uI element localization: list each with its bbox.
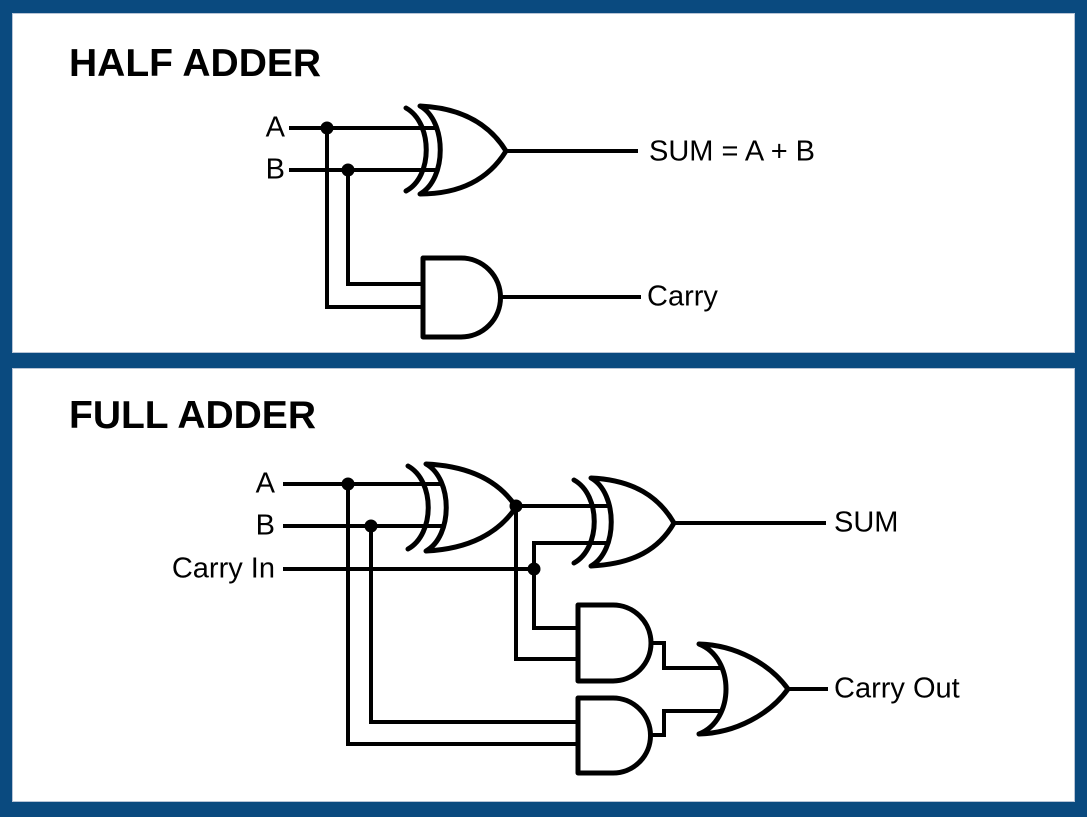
- half-adder-input-a-label: A: [265, 111, 285, 144]
- full-adder-sum-label: SUM: [834, 506, 899, 539]
- full-adder-input-a-label: A: [255, 467, 275, 500]
- xor1-out-to-and1-wire: [514, 506, 580, 661]
- half-adder-circuit: [289, 103, 641, 340]
- xor-gate-input-arc: [403, 105, 429, 194]
- or-gate: [696, 641, 791, 737]
- carry-in-branch-wire: [532, 541, 609, 630]
- full-adder-input-carry-in-label: Carry In: [171, 552, 275, 585]
- half-adder-title: HALF ADDER: [69, 42, 322, 85]
- full-adder-input-b-label: B: [255, 509, 275, 542]
- junction-dot-carry-in: [527, 562, 541, 576]
- full-adder-title: FULL ADDER: [69, 394, 316, 437]
- full-adder-circuit: [283, 461, 828, 776]
- full-adder-panel: FULL ADDER A B Carry In SUM Carry Out: [12, 368, 1075, 802]
- b-branch-to-and2-wire: [369, 526, 580, 724]
- xor-gate: [417, 103, 509, 197]
- and-gate: [420, 255, 503, 340]
- half-adder-panel: HALF ADDER A B SUM = A + B Carry: [12, 13, 1075, 353]
- a-branch-to-and-wire: [325, 128, 425, 309]
- and-gate-2: [575, 695, 653, 776]
- a-branch-to-and2-wire: [346, 484, 580, 746]
- junction-dot-a: [320, 121, 334, 135]
- half-adder-sum-label: SUM = A + B: [649, 135, 816, 168]
- half-adder-carry-label: Carry: [647, 280, 718, 313]
- and2-to-or-wire: [650, 709, 727, 737]
- junction-dot-a: [341, 477, 355, 491]
- half-adder-input-b-label: B: [265, 153, 285, 186]
- xor-gate-2-input-arc: [571, 477, 597, 566]
- and-gate-1: [575, 602, 654, 684]
- b-branch-to-and-wire: [346, 170, 425, 286]
- full-adder-carry-out-label: Carry Out: [834, 672, 960, 705]
- xor-gate-1: [423, 461, 519, 554]
- junction-dot-xor1-output: [509, 499, 523, 513]
- and1-to-or-wire: [651, 641, 727, 670]
- junction-dot-b: [364, 519, 378, 533]
- junction-dot-b: [341, 163, 355, 177]
- xor-gate-1-input-arc: [405, 463, 431, 552]
- xor-gate-2: [588, 475, 677, 569]
